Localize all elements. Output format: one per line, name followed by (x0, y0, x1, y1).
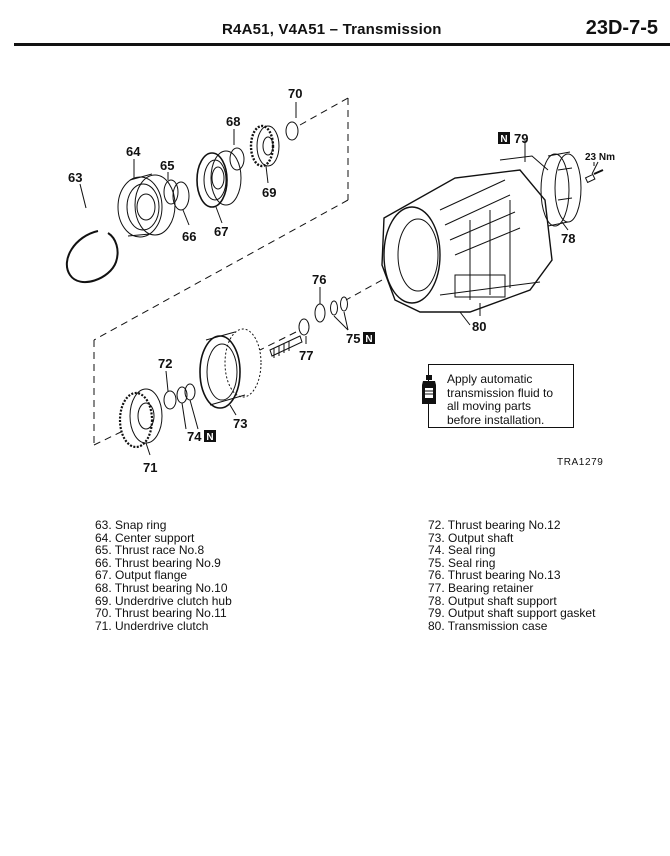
header-rule (14, 43, 670, 46)
legend-item: 80. Transmission case (428, 618, 548, 633)
seal-ring-75b (340, 296, 348, 312)
underdrive-clutch-hub-69 (249, 124, 280, 168)
legend-item: 75. Seal ring (428, 555, 496, 570)
callout-67: 67 (214, 224, 228, 239)
legend-item: 73. Output shaft (428, 530, 514, 545)
seal-ring-75a (330, 300, 338, 316)
legend-item: 71. Underdrive clutch (95, 618, 209, 633)
legend-left: 63. Snap ring 64. Center support 65. Thr… (95, 519, 232, 632)
legend-item: 79. Output shaft support gasket (428, 606, 596, 621)
callout-76: 76 (312, 272, 326, 287)
fluid-bottle-icon (422, 375, 436, 404)
output-flange-67 (196, 150, 242, 208)
svg-text:N: N (206, 432, 213, 443)
legend-item: 63. Snap ring (95, 518, 167, 532)
page-header: R4A51, V4A51 – Transmission 23D-7-5 (0, 0, 670, 46)
new-part-mark-75 (363, 332, 375, 344)
figure-id: TRA1279 (557, 457, 604, 468)
callout-66: 66 (182, 229, 196, 244)
legend-item: 69. Underdrive clutch hub (95, 593, 232, 608)
page-number: 23D-7-5 (585, 17, 658, 39)
thrust-bearing-70 (285, 121, 299, 141)
svg-text:N: N (365, 334, 372, 345)
callout-73: 73 (233, 416, 247, 431)
callout-75: 75 (346, 331, 360, 346)
callout-71: 71 (143, 460, 157, 475)
fluid-note-text: Apply automatic transmission fluid to al… (447, 372, 554, 427)
bolt (584, 161, 604, 184)
thrust-bearing-76 (314, 303, 326, 323)
thrust-bearing-68 (229, 147, 245, 171)
callout-65: 65 (160, 158, 174, 173)
transmission-case-80 (381, 155, 553, 326)
callout-72: 72 (158, 356, 172, 371)
new-part-mark-79 (498, 132, 510, 144)
thrust-race-65 (163, 179, 179, 205)
assembly-guide-lines (93, 97, 383, 446)
page-title: R4A51, V4A51 – Transmission (222, 21, 442, 38)
legend-item: 72. Thrust bearing No.12 (428, 518, 561, 532)
legend-item: 68. Thrust bearing No.10 (95, 580, 228, 595)
exploded-view-diagram: N N N 70 68 64 65 63 69 66 67 79 78 76 7… (65, 86, 615, 475)
callout-80: 80 (472, 319, 486, 334)
callout-63: 63 (68, 170, 82, 185)
legend-right: 72. Thrust bearing No.12 73. Output shaf… (428, 519, 595, 632)
snap-ring-63 (65, 230, 119, 284)
output-shaft-73 (199, 328, 303, 409)
new-part-marks: N N N (204, 132, 510, 443)
legend-item: 67. Output flange (95, 568, 188, 583)
callout-68: 68 (226, 114, 240, 129)
callout-78: 78 (561, 231, 575, 246)
leader-lines (79, 102, 595, 456)
callout-79: 79 (514, 131, 528, 146)
legend-item: 74. Seal ring (428, 543, 496, 558)
callout-64: 64 (126, 144, 141, 159)
bearing-retainer-77 (298, 318, 310, 336)
callout-70: 70 (288, 86, 302, 101)
legend-item: 70. Thrust bearing No.11 (95, 606, 227, 621)
thrust-bearing-66 (172, 181, 190, 211)
legend-item: 76. Thrust bearing No.13 (428, 568, 561, 583)
svg-text:N: N (500, 134, 507, 145)
fluid-note-box: Apply automatic transmission fluid to al… (422, 364, 574, 428)
legend-item: 77. Bearing retainer (428, 580, 534, 595)
thrust-bearing-72 (163, 390, 177, 410)
torque-spec: 23 Nm (585, 152, 615, 163)
legend-item: 65. Thrust race No.8 (95, 543, 205, 558)
callout-labels: 70 68 64 65 63 69 66 67 79 78 76 75 77 8… (68, 86, 575, 475)
legend-item: 78. Output shaft support (428, 593, 557, 608)
new-part-mark-74 (204, 430, 216, 442)
callout-74: 74 (187, 429, 202, 444)
legend-item: 66. Thrust bearing No.9 (95, 555, 221, 570)
callout-77: 77 (299, 348, 313, 363)
output-shaft-support-78 (540, 151, 582, 227)
underdrive-clutch-71 (118, 388, 163, 449)
callout-69: 69 (262, 185, 276, 200)
legend-item: 64. Center support (95, 530, 195, 545)
